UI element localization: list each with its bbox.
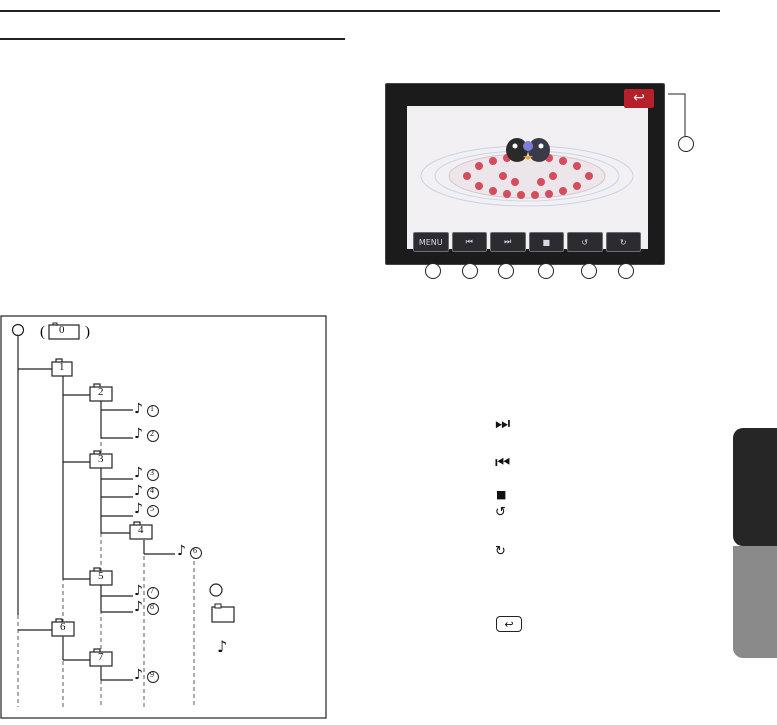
header-rule bbox=[0, 10, 720, 12]
side-tab-dark bbox=[733, 428, 777, 546]
music-note-icon: ♪ bbox=[134, 483, 143, 499]
track-number-2: 2 bbox=[150, 429, 154, 438]
album-art-svg bbox=[420, 138, 634, 207]
legend-rewind-icon: ↺ bbox=[495, 505, 506, 520]
music-note-icon: ♪ bbox=[134, 501, 143, 517]
legend-stop-icon: ■ bbox=[496, 488, 507, 501]
previous-track-button[interactable]: ⏮ bbox=[451, 232, 487, 252]
legend-root-circle-icon bbox=[209, 583, 223, 597]
svg-text:(: ( bbox=[40, 324, 45, 340]
side-tab-light bbox=[733, 546, 777, 658]
back-button[interactable]: ↩ bbox=[624, 89, 654, 108]
control-bar: MENU ⏮ ⏭ ■ ↺ ↻ bbox=[413, 232, 641, 252]
legend-previous-icon: ⏮ bbox=[495, 453, 511, 473]
folder-label-6: 6 bbox=[60, 621, 66, 633]
track-number-1: 1 bbox=[150, 404, 154, 413]
folder-label-4: 4 bbox=[138, 524, 144, 536]
music-note-icon: ♪ bbox=[134, 426, 143, 442]
folder-tree-diagram: ( ) 0 1 2 3 4 5 6 7 ♪ ♪ bbox=[0, 315, 327, 720]
album-art-image bbox=[407, 106, 648, 249]
legend-back-icon: ↩ bbox=[496, 616, 522, 632]
callout-circle-next bbox=[498, 263, 514, 279]
track-number-6: 6 bbox=[193, 546, 197, 555]
rewind-button[interactable]: ↺ bbox=[567, 232, 603, 252]
callout-circle-forward bbox=[618, 263, 634, 279]
legend-folder-icon bbox=[211, 606, 235, 623]
music-note-icon: ♪ bbox=[134, 401, 143, 417]
folder-tree-svg: ( ) bbox=[0, 315, 327, 719]
music-note-icon: ♪ bbox=[134, 465, 143, 481]
folder-label-7: 7 bbox=[98, 651, 104, 663]
music-note-icon: ♪ bbox=[134, 599, 143, 615]
track-number-5: 5 bbox=[150, 504, 154, 513]
folder-label-1: 1 bbox=[59, 361, 65, 373]
callout-circle-stop bbox=[538, 263, 554, 279]
root-folder-label: 0 bbox=[59, 324, 65, 336]
svg-text:): ) bbox=[85, 324, 90, 340]
folder-label-2: 2 bbox=[98, 386, 104, 398]
callout-circle-prev bbox=[462, 263, 478, 279]
callout-lines bbox=[431, 93, 686, 263]
fast-forward-button[interactable]: ↻ bbox=[605, 232, 641, 252]
callout-circle-rewind bbox=[581, 263, 597, 279]
playback-screen: ↩ MENU ⏮ ⏭ ■ ↺ ↻ bbox=[385, 83, 665, 265]
next-track-button[interactable]: ⏭ bbox=[490, 232, 526, 252]
music-note-icon: ♪ bbox=[134, 667, 143, 683]
callout-circle-back bbox=[678, 136, 694, 152]
track-number-7: 7 bbox=[150, 586, 154, 595]
track-number-9: 9 bbox=[150, 670, 154, 679]
menu-button[interactable]: MENU bbox=[413, 232, 449, 252]
section-rule bbox=[0, 38, 345, 40]
legend-next-icon: ⏭ bbox=[495, 414, 511, 434]
folder-boxes bbox=[51, 358, 153, 667]
music-note-icon: ♪ bbox=[134, 583, 143, 599]
folder-label-5: 5 bbox=[98, 570, 104, 582]
music-note-icon: ♪ bbox=[177, 543, 186, 559]
folder-label-3: 3 bbox=[98, 453, 104, 465]
legend-music-note-icon: ♪ bbox=[217, 637, 228, 656]
track-number-3: 3 bbox=[150, 468, 154, 477]
callout-circle-menu bbox=[425, 263, 441, 279]
track-number-8: 8 bbox=[150, 602, 154, 611]
root-circle-icon bbox=[11, 323, 25, 337]
legend-forward-icon: ↻ bbox=[495, 544, 506, 559]
track-number-4: 4 bbox=[150, 486, 154, 495]
stop-button[interactable]: ■ bbox=[528, 232, 564, 252]
